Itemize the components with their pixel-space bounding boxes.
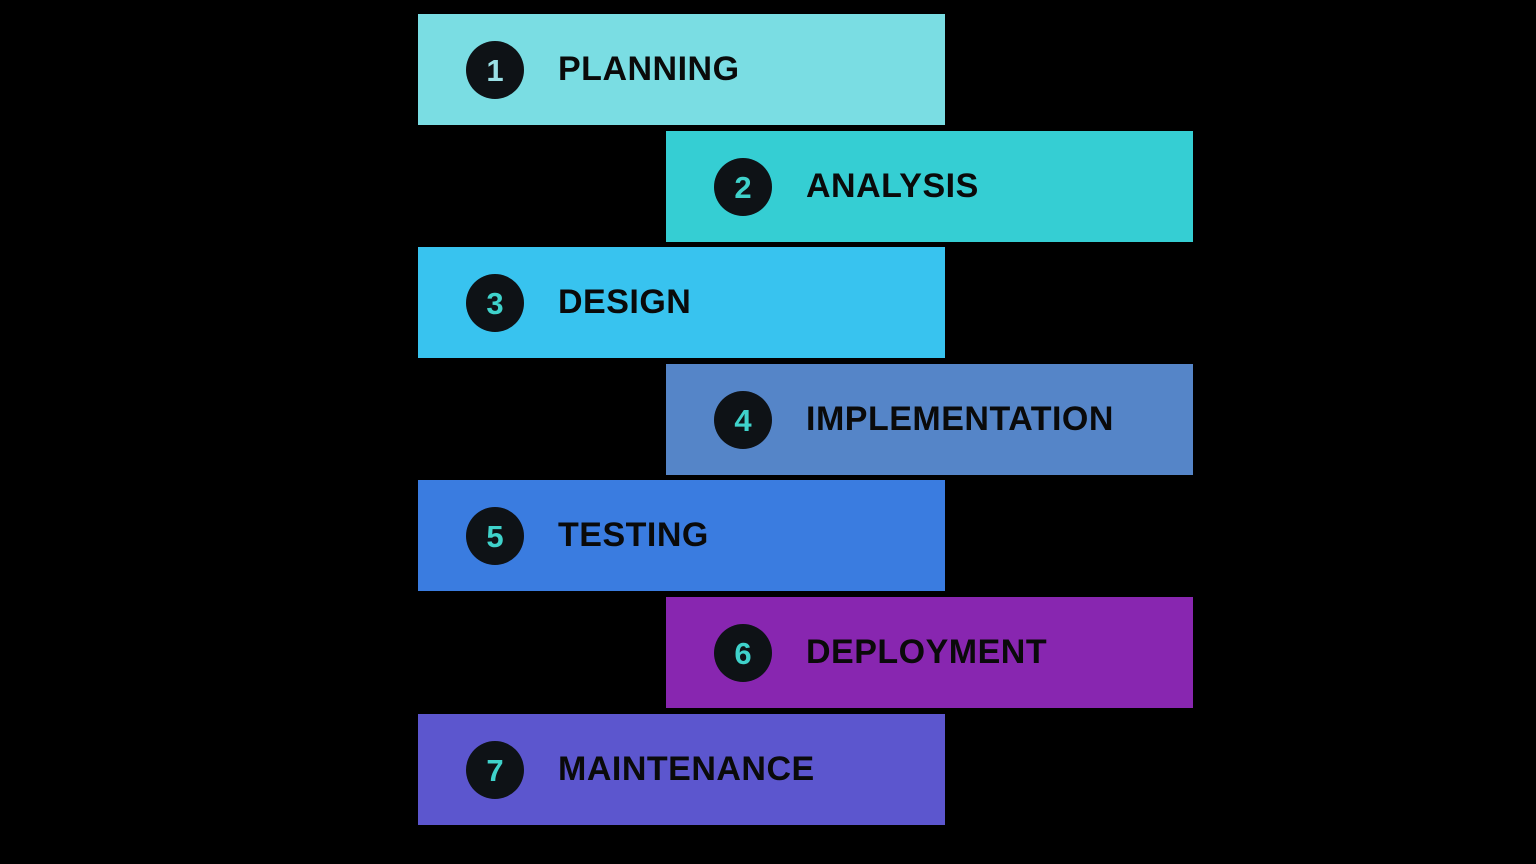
- step-row: 6 DEPLOYMENT: [666, 597, 1193, 708]
- step-label: IMPLEMENTATION: [806, 400, 1114, 438]
- step-row: 3 DESIGN: [418, 247, 945, 358]
- step-row: 5 TESTING: [418, 480, 945, 591]
- step-number: 1: [486, 53, 504, 88]
- step-row: 4 IMPLEMENTATION: [666, 364, 1193, 475]
- step-number: 5: [486, 519, 504, 554]
- step-number-badge: 5: [466, 506, 524, 565]
- step-label: MAINTENANCE: [558, 750, 815, 788]
- step-number: 3: [486, 286, 504, 321]
- step-number-badge: 7: [466, 740, 524, 799]
- step-number-badge: 2: [714, 157, 772, 216]
- step-label: ANALYSIS: [806, 167, 979, 205]
- step-label: TESTING: [558, 516, 709, 554]
- step-number: 6: [734, 636, 752, 671]
- step-label: PLANNING: [558, 50, 740, 88]
- step-number-badge: 6: [714, 623, 772, 682]
- step-row: 1 PLANNING: [418, 14, 945, 125]
- step-number: 4: [734, 403, 752, 438]
- step-label: DEPLOYMENT: [806, 633, 1048, 671]
- step-number-badge: 3: [466, 273, 524, 332]
- step-row: 7 MAINTENANCE: [418, 714, 945, 825]
- step-number-badge: 4: [714, 390, 772, 449]
- step-number: 2: [734, 170, 752, 205]
- step-number-badge: 1: [466, 40, 524, 99]
- step-row: 2 ANALYSIS: [666, 131, 1193, 242]
- step-number: 7: [486, 753, 504, 788]
- step-label: DESIGN: [558, 283, 692, 321]
